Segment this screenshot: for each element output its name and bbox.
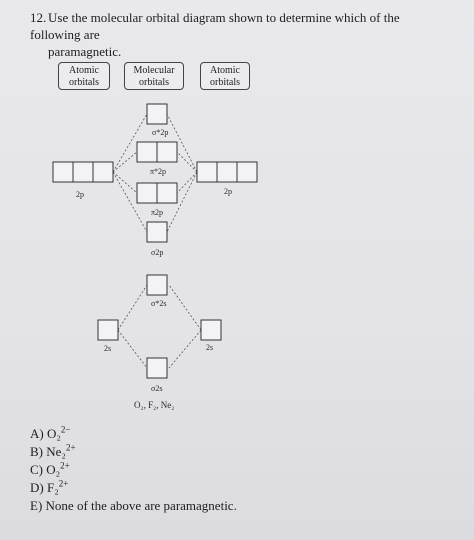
answer-letter: C) — [30, 462, 43, 477]
atomic-2p-right-box — [236, 161, 258, 183]
sigma-2p-star-label: σ*2p — [152, 128, 168, 137]
question-line-2: paramagnetic. — [48, 44, 122, 59]
dashed-line — [112, 113, 148, 173]
question-stem: Use the molecular orbital diagram shown … — [30, 10, 400, 42]
answer-option[interactable]: A) O₂2− — [30, 425, 237, 443]
question-line-1: 12.Use the molecular orbital diagram sho… — [30, 9, 450, 43]
dashed-line — [176, 151, 198, 173]
pi-2p-star-label: π*2p — [150, 167, 166, 176]
answer-letter: E) — [30, 498, 43, 513]
answer-option[interactable]: D) F₂2+ — [30, 479, 237, 497]
answer-choices: A) O₂2− B) Ne₂2+ C) O₂2+ D) F₂2+ E) None… — [30, 425, 237, 515]
header-line: Molecular — [133, 65, 175, 76]
answer-charge: 2+ — [60, 460, 70, 471]
atomic-orbitals-right-header: Atomic orbitals — [200, 62, 250, 90]
answer-option[interactable]: C) O₂2+ — [30, 461, 237, 479]
answer-letter: B) — [30, 444, 43, 459]
dashed-line — [112, 151, 138, 173]
atomic-2p-left-box — [52, 161, 74, 183]
atomic-2p-left-box — [72, 161, 94, 183]
atomic-2p-right-label: 2p — [224, 187, 232, 196]
header-line: Atomic — [69, 65, 99, 76]
sigma-2s-label: σ2s — [151, 384, 162, 393]
answer-formula: F₂ — [46, 480, 59, 495]
sigma-2p-label: σ2p — [151, 248, 163, 257]
pi-2p-box — [136, 182, 158, 204]
dashed-line — [166, 171, 198, 233]
dashed-line — [176, 171, 198, 194]
sigma-2s-box — [146, 357, 168, 379]
dashed-line — [112, 171, 138, 194]
answer-option[interactable]: E) None of the above are paramagnetic. — [30, 497, 237, 515]
diagram-caption: O₂, F₂, Ne₂ — [134, 400, 174, 410]
answer-charge: 2− — [60, 424, 71, 435]
header-line: orbitals — [69, 77, 99, 88]
atomic-2p-left-label: 2p — [76, 190, 84, 199]
header-line: Atomic — [210, 65, 240, 76]
header-line: orbitals — [210, 77, 240, 88]
atomic-2s-right-box — [200, 319, 222, 341]
answer-formula: O₂ — [46, 462, 61, 477]
dashed-line — [168, 284, 202, 331]
atomic-2s-left-label: 2s — [104, 344, 111, 353]
answer-letter: A) — [30, 426, 44, 441]
question-number: 12. — [30, 10, 47, 25]
answer-letter: D) — [30, 480, 44, 495]
molecular-orbitals-header: Molecular orbitals — [124, 62, 184, 90]
header-line: orbitals — [139, 77, 169, 88]
atomic-orbitals-left-header: Atomic orbitals — [58, 62, 110, 90]
atomic-2p-right-box — [196, 161, 218, 183]
dashed-line — [166, 113, 198, 173]
sigma-2s-star-label: σ*2s — [151, 299, 166, 308]
answer-formula: O₂ — [46, 426, 61, 441]
answer-option[interactable]: B) Ne₂2+ — [30, 443, 237, 461]
dashed-line — [112, 171, 148, 233]
answer-formula: None of the above are paramagnetic. — [45, 498, 237, 513]
sigma-2p-star-box — [146, 103, 168, 125]
answer-charge: 2+ — [58, 478, 69, 489]
atomic-2p-left-box — [92, 161, 114, 183]
atomic-2s-right-label: 2s — [206, 343, 213, 352]
answer-formula: Ne₂ — [46, 444, 66, 459]
dashed-line — [168, 329, 202, 369]
sigma-2p-box — [146, 221, 168, 243]
dashed-line — [117, 329, 148, 369]
answer-charge: 2+ — [65, 442, 76, 453]
pi-2p-label: π2p — [151, 208, 163, 217]
pi-2p-box — [156, 182, 178, 204]
atomic-2p-right-box — [216, 161, 238, 183]
dashed-line — [117, 284, 148, 331]
orbital-boxes — [52, 103, 258, 379]
pi-2p-star-box — [156, 141, 178, 163]
correlation-lines — [112, 113, 202, 369]
question-text: 12.Use the molecular orbital diagram sho… — [30, 9, 450, 60]
pi-2p-star-box — [136, 141, 158, 163]
sigma-2s-star-box — [146, 274, 168, 296]
atomic-2s-left-box — [97, 319, 119, 341]
